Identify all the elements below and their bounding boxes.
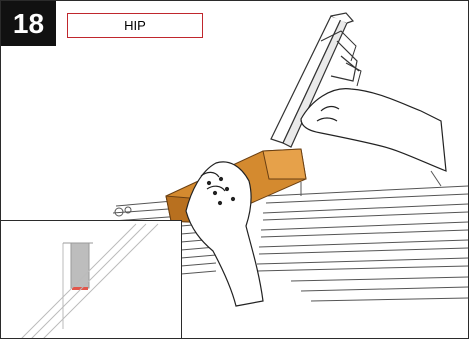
upper-hand — [301, 89, 446, 171]
section-label-text: HIP — [124, 18, 146, 33]
section-label: HIP — [67, 13, 203, 38]
step-number: 18 — [13, 8, 44, 40]
step-number-badge: 18 — [1, 1, 56, 46]
detail-inset — [1, 220, 182, 338]
roof-panel-slats — [257, 171, 468, 301]
detail-inset-drawing — [1, 221, 182, 339]
